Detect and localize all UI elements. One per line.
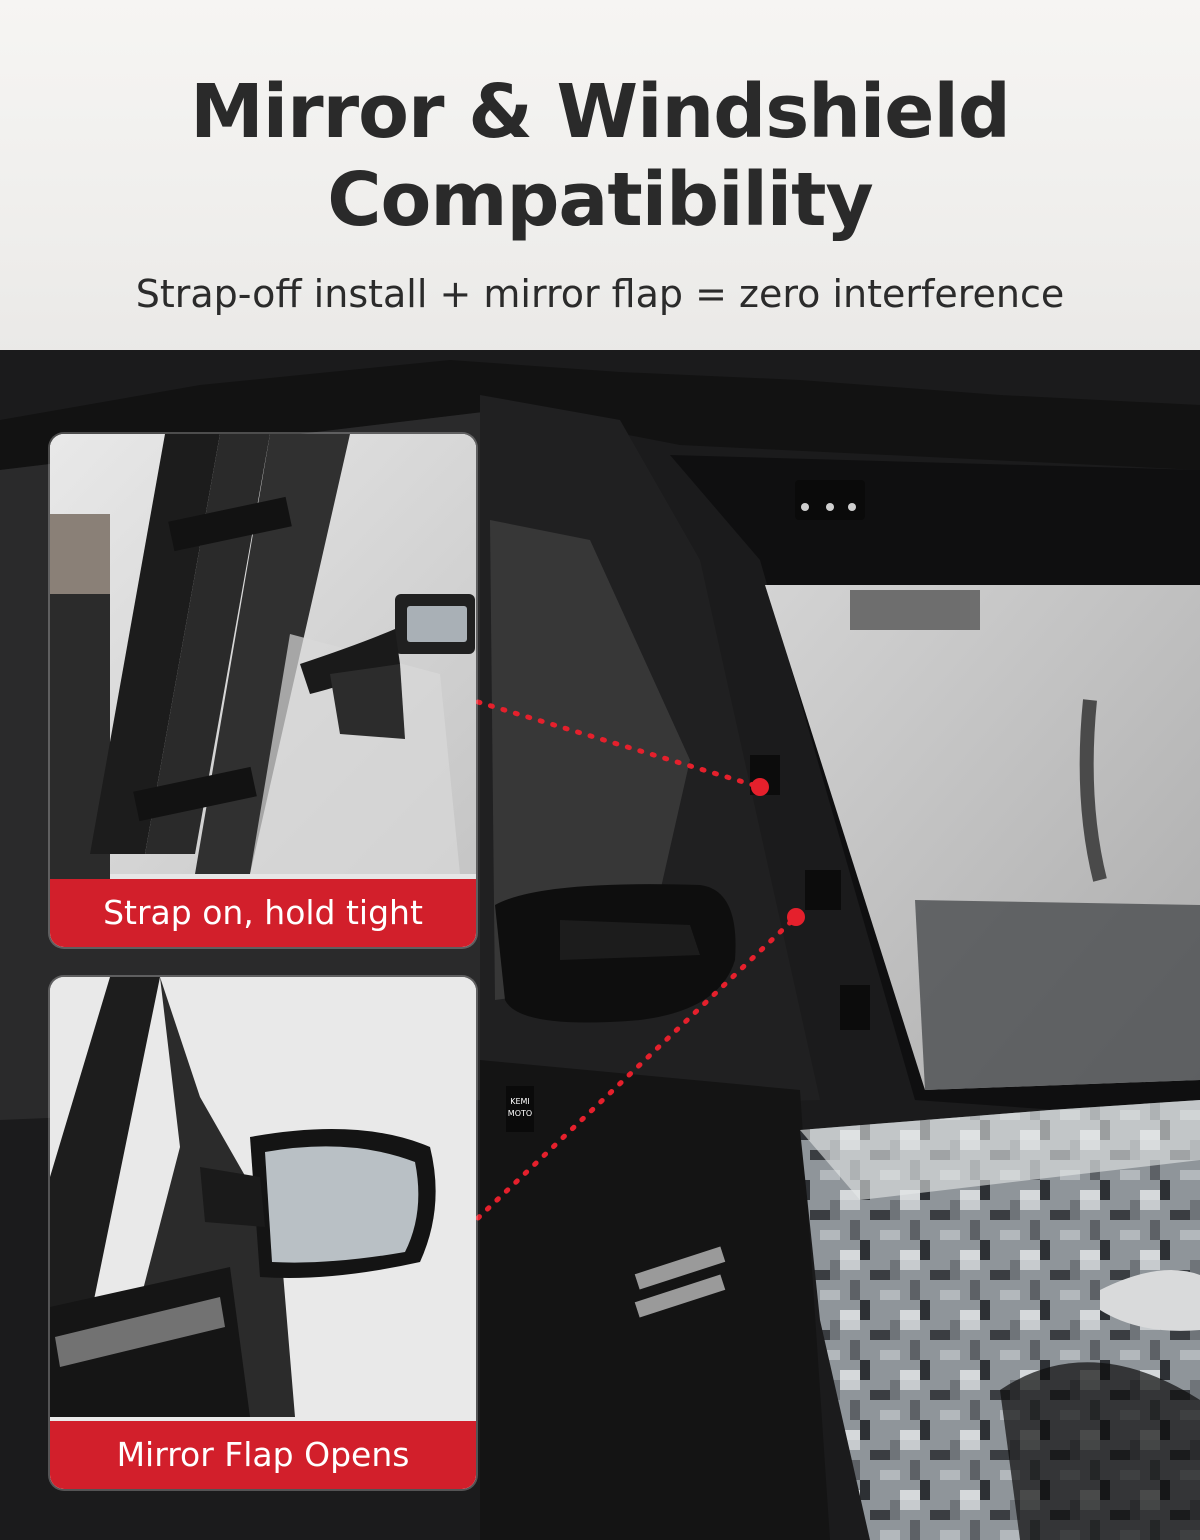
inset-mirror-flap: Mirror Flap Opens bbox=[50, 977, 476, 1489]
page-subtitle: Strap-off install + mirror flap = zero i… bbox=[135, 272, 1065, 316]
title-line-2: Compatibility bbox=[327, 157, 874, 243]
strap-closeup-photo bbox=[50, 434, 476, 947]
page-title: Mirror & Windshield Compatibility bbox=[0, 68, 1200, 244]
brand-tag-line-2: MOTO bbox=[508, 1109, 532, 1118]
caption-strap-on: Strap on, hold tight bbox=[50, 879, 476, 947]
caption-mirror-flap: Mirror Flap Opens bbox=[50, 1421, 476, 1489]
connector-line-1 bbox=[475, 699, 763, 790]
connector-dot-1 bbox=[751, 778, 769, 796]
connector-dot-2 bbox=[787, 908, 805, 926]
header-panel: Mirror & Windshield Compatibility Strap-… bbox=[0, 0, 1200, 380]
title-line-1: Mirror & Windshield bbox=[190, 69, 1011, 155]
brand-tag-line-1: KEMI bbox=[510, 1097, 530, 1106]
inset-strap-on: Strap on, hold tight bbox=[50, 434, 476, 947]
mirror-flap-closeup-photo bbox=[50, 977, 476, 1489]
connector-line-2 bbox=[475, 914, 799, 1221]
